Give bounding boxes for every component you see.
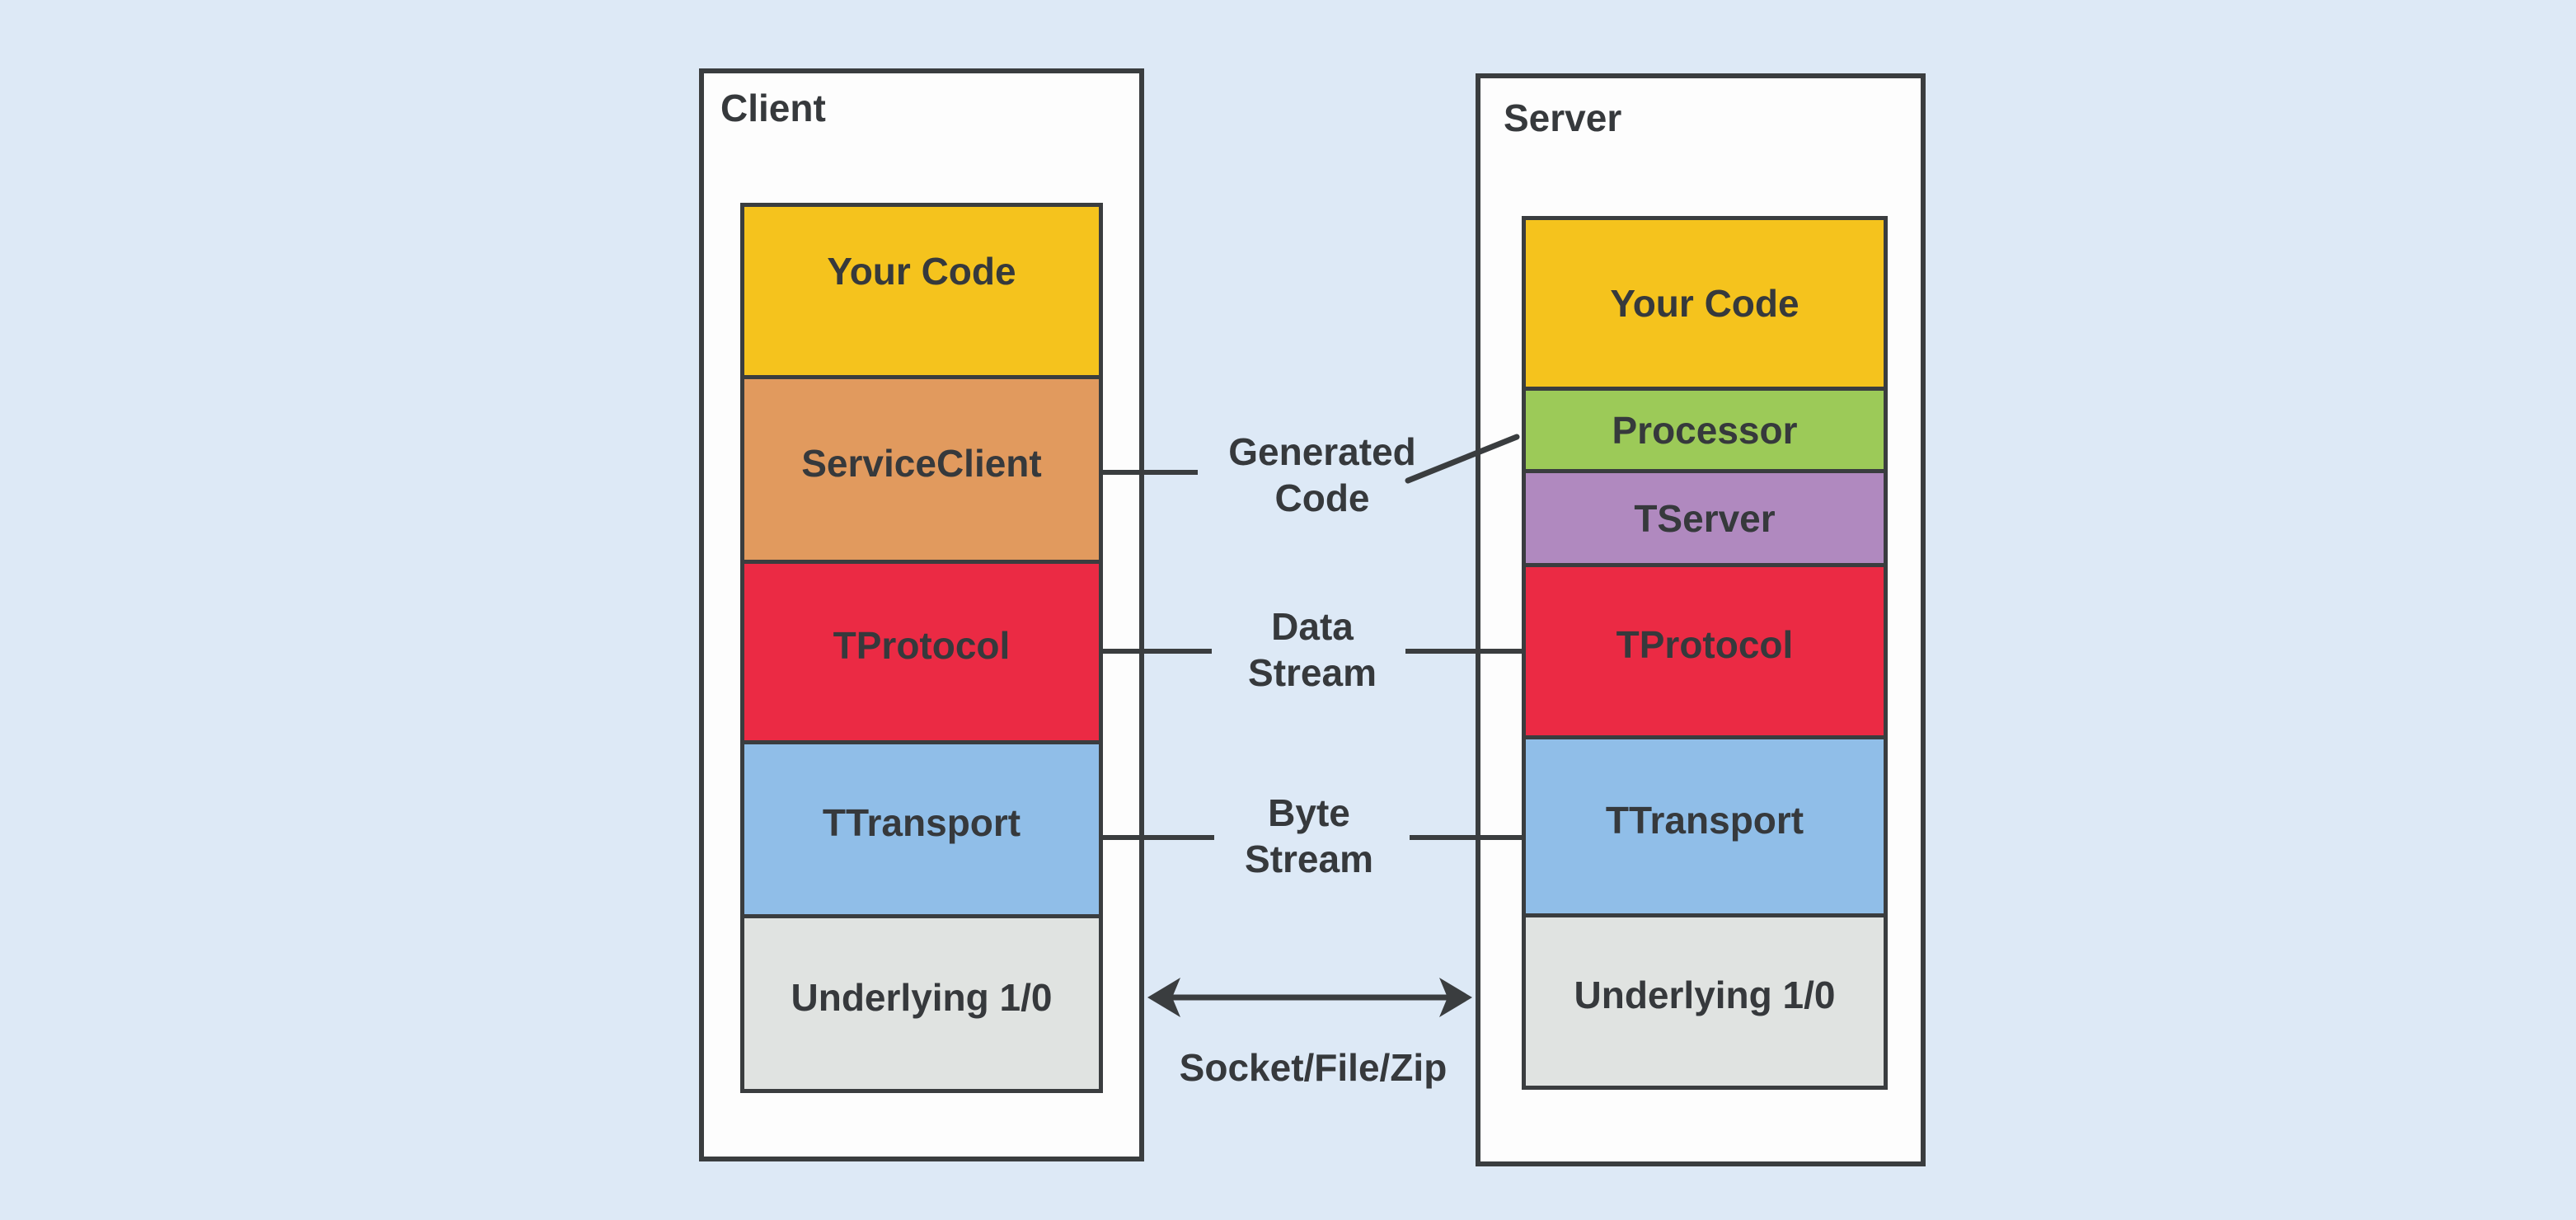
server-layer-tserver: TServer bbox=[1522, 469, 1888, 567]
double-arrow-right-head bbox=[1439, 978, 1472, 1017]
server-layer-underlying-io-label: Underlying 1/0 bbox=[1574, 974, 1836, 1016]
server-stack: Your Code Processor TServer TProtocol TT… bbox=[1522, 216, 1888, 1090]
client-layer-tprotocol-label: TProtocol bbox=[833, 624, 1011, 667]
server-title: Server bbox=[1504, 96, 1622, 139]
client-layer-your-code-label: Your Code bbox=[827, 250, 1016, 293]
server-layer-ttransport: TTransport bbox=[1522, 735, 1888, 917]
server-layer-ttransport-label: TTransport bbox=[1605, 798, 1804, 842]
client-layer-serviceclient: ServiceClient bbox=[740, 375, 1103, 564]
client-layer-ttransport: TTransport bbox=[740, 740, 1103, 918]
generated-code-label: Generated Code bbox=[1228, 430, 1416, 519]
client-title: Client bbox=[720, 87, 826, 129]
socket-double-arrow bbox=[1147, 978, 1472, 1017]
server-layer-tserver-label: TServer bbox=[1634, 496, 1776, 540]
client-layer-underlying-io-label: Underlying 1/0 bbox=[791, 975, 1053, 1019]
server-layer-your-code: Your Code bbox=[1522, 216, 1888, 391]
server-layer-your-code-label: Your Code bbox=[1610, 282, 1799, 325]
client-stack: Your Code ServiceClient TProtocol TTrans… bbox=[740, 203, 1103, 1093]
server-layer-tprotocol-label: TProtocol bbox=[1616, 623, 1794, 666]
byte-stream-label: Byte Stream bbox=[1245, 791, 1373, 880]
client-layer-ttransport-label: TTransport bbox=[822, 801, 1021, 844]
data-stream-label: Data Stream bbox=[1248, 605, 1377, 694]
server-layer-processor-label: Processor bbox=[1612, 408, 1798, 452]
double-arrow-left-head bbox=[1147, 978, 1180, 1017]
server-layer-processor: Processor bbox=[1522, 387, 1888, 473]
server-layer-tprotocol: TProtocol bbox=[1522, 563, 1888, 739]
server-layer-underlying-io: Underlying 1/0 bbox=[1522, 913, 1888, 1090]
client-layer-underlying-io: Underlying 1/0 bbox=[740, 914, 1103, 1093]
client-layer-your-code: Your Code bbox=[740, 203, 1103, 379]
client-layer-tprotocol: TProtocol bbox=[740, 560, 1103, 744]
client-layer-serviceclient-label: ServiceClient bbox=[801, 441, 1042, 485]
socket-file-zip-label: Socket/File/Zip bbox=[1179, 1046, 1448, 1089]
